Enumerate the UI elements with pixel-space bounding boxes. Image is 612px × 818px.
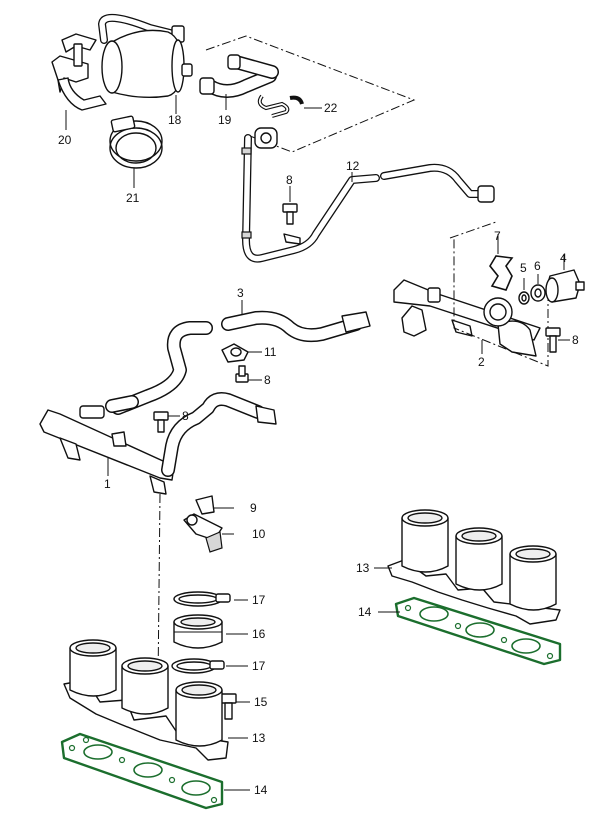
hose-clamp-large	[109, 115, 163, 188]
callout-5: 5	[520, 261, 527, 275]
callout-7: 7	[494, 229, 501, 243]
washer	[530, 274, 546, 302]
hose-clip	[221, 343, 262, 363]
manifold-left-runner-1	[69, 639, 117, 697]
callout-8-upper: 8	[286, 173, 293, 187]
assembly-outline	[205, 35, 416, 153]
manifold-right-runner-3	[509, 545, 557, 611]
callout-3: 3	[237, 286, 244, 300]
o-ring	[518, 278, 530, 305]
connector-hose	[199, 54, 279, 110]
filter-bracket	[51, 33, 107, 130]
callout-22: 22	[324, 101, 338, 115]
injector-centerline	[157, 493, 161, 685]
callout-13-left: 13	[252, 731, 266, 745]
callout-15: 15	[254, 695, 268, 709]
band-clamp-upper	[173, 591, 248, 607]
manifold-left-runner-3	[175, 681, 223, 747]
intake-manifold-left	[63, 639, 248, 761]
callout-8-right: 8	[572, 333, 579, 347]
manifold-right-runner-1	[401, 509, 449, 573]
spring-clip	[489, 234, 514, 291]
intake-sleeve	[173, 614, 248, 649]
callout-1: 1	[104, 477, 111, 491]
bolt-upper	[282, 186, 298, 225]
retaining-clip	[257, 94, 322, 118]
fuel-hose	[111, 300, 371, 415]
crossover-hose	[161, 392, 277, 477]
fuel-filter	[98, 14, 193, 114]
band-clamp-lower	[171, 658, 248, 674]
intake-manifold-right	[374, 509, 561, 625]
callout-13-right: 13	[356, 561, 370, 575]
bolt-clip	[235, 365, 262, 383]
callout-14-left: 14	[254, 783, 268, 797]
callout-4: 4	[560, 251, 567, 265]
callout-8-clip: 8	[264, 373, 271, 387]
callout-9: 9	[250, 501, 257, 515]
callout-20: 20	[58, 133, 72, 147]
callout-21: 21	[126, 191, 140, 205]
manifold-right-runner-2	[455, 527, 503, 591]
fuel-rail-left	[39, 395, 175, 495]
fuel-injector	[183, 513, 234, 553]
callout-17-lower: 17	[252, 659, 266, 673]
callout-8-mid: 8	[182, 409, 189, 423]
callout-2: 2	[478, 355, 485, 369]
callout-6: 6	[534, 259, 541, 273]
gasket-right	[378, 596, 562, 666]
callout-17-upper: 17	[252, 593, 266, 607]
injector-clip	[195, 495, 234, 515]
callout-10: 10	[252, 527, 266, 541]
bolt-right	[545, 327, 570, 353]
callout-labels: 1 2 3 4 5 6 7 8 8 8 8 9 10 11 12 13 13 1…	[58, 101, 579, 797]
callout-14-right: 14	[358, 605, 372, 619]
callout-18: 18	[168, 113, 182, 127]
gasket-left	[60, 732, 250, 810]
callout-19: 19	[218, 113, 232, 127]
callout-11: 11	[264, 345, 277, 359]
manifold-left-runner-2	[121, 657, 169, 715]
callout-12: 12	[346, 159, 360, 173]
fuel-rail-right	[393, 279, 541, 357]
pressure-regulator	[545, 254, 585, 303]
fuel-line	[241, 127, 495, 263]
callout-16: 16	[252, 627, 266, 641]
bolt-manifold	[219, 693, 250, 720]
bolt-mid	[153, 411, 180, 433]
